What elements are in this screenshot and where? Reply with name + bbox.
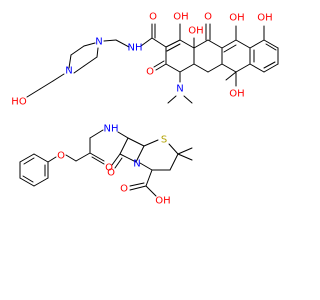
label-ketone-a: O: [146, 67, 154, 78]
label-dimethylamino-n: N: [176, 84, 183, 95]
bond-lines: [19, 129, 193, 197]
label-ring-oh-c6: OH: [229, 89, 244, 100]
label-amide-nh: NH: [104, 124, 119, 135]
label-amide-o: O: [149, 12, 157, 23]
bond-lines: [26, 23, 279, 104]
label-lactam-o: O: [107, 168, 115, 179]
label-sulfur: S: [161, 135, 167, 146]
label-acid-o: O: [120, 184, 128, 195]
penicillin-v: O NH O S N O O OH: [19, 124, 193, 207]
label-amide-o: O: [105, 163, 113, 174]
label-phenol-oh-1: OH: [229, 13, 244, 24]
tetracycline-derivative: HO N N NH O OH OH O OH OH O N OH: [11, 12, 279, 108]
label-ketone-top: O: [204, 12, 212, 23]
label-amide-nh: NH: [128, 43, 143, 54]
atom-labels: O NH O S N O O OH: [57, 124, 171, 207]
label-ether-o: O: [57, 151, 65, 162]
label-ring-oh-junction: OH: [188, 26, 203, 37]
label-piperazine-n1: N: [65, 66, 72, 77]
label-acid-oh: OH: [155, 196, 170, 207]
atom-labels: HO N N NH O OH OH O OH OH O N OH: [11, 12, 272, 108]
label-lactam-n: N: [133, 159, 140, 170]
label-phenol-oh-2: OH: [257, 13, 272, 24]
label-piperazine-n2: N: [95, 37, 102, 48]
label-hydroxyethyl-oh: HO: [11, 97, 27, 108]
label-ring-oh-top: OH: [173, 12, 188, 23]
structure-drawing: HO N N NH O OH OH O OH OH O N OH: [11, 12, 279, 207]
